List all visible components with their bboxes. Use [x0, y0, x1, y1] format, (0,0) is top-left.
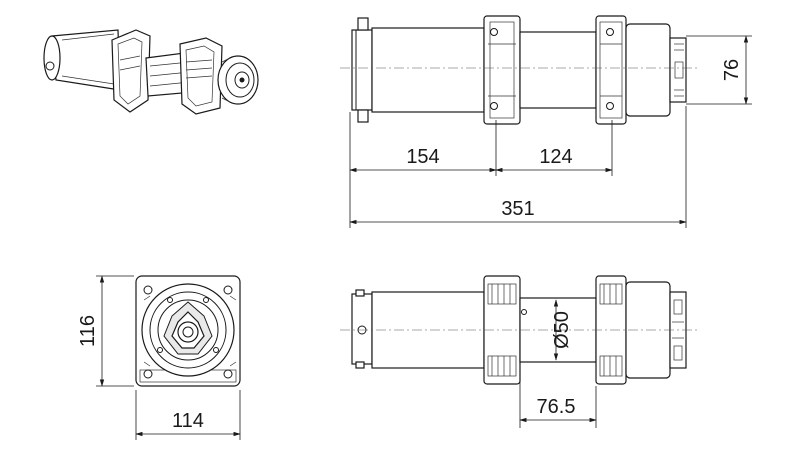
- isometric-view: [43, 29, 259, 115]
- end-view: 116 114: [77, 275, 241, 440]
- side-view: Ø50 76.5: [340, 275, 700, 428]
- dim-76: 76: [721, 59, 743, 81]
- dim-76-5: 76.5: [537, 396, 576, 418]
- dim-351: 351: [501, 198, 534, 220]
- dim-diameter-50: Ø50: [551, 311, 573, 349]
- dim-116: 116: [77, 315, 99, 347]
- dim-154: 154: [406, 146, 439, 168]
- dim-124: 124: [539, 146, 572, 168]
- top-view: 154 124 351 76: [340, 15, 752, 228]
- dim-114: 114: [172, 410, 204, 432]
